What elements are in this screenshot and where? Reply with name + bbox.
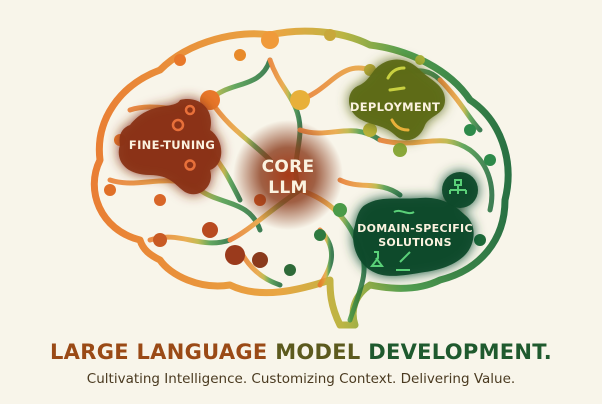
title-part-2: MODEL (275, 340, 369, 364)
gear-icon (171, 104, 196, 171)
title-part-1: LARGE LANGUAGE (49, 340, 276, 364)
core-llm-label-line1: CORE (261, 157, 315, 177)
fine-tuning-label: FINE-TUNING (128, 138, 216, 152)
core-llm-label-line2: LLM (268, 178, 308, 198)
deployment-label: DEPLOYMENT (349, 100, 441, 114)
brain-network-illustration (90, 27, 512, 329)
title-part-3: DEVELOPMENT. (368, 340, 553, 364)
domain-specific-label-line2: SOLUTIONS (378, 236, 452, 249)
main-title: LARGE LANGUAGE MODEL DEVELOPMENT. (0, 340, 602, 364)
subtitle: Cultivating Intelligence. Customizing Co… (86, 371, 516, 387)
domain-specific-label-line1: DOMAIN-SPECIFIC (357, 222, 473, 235)
